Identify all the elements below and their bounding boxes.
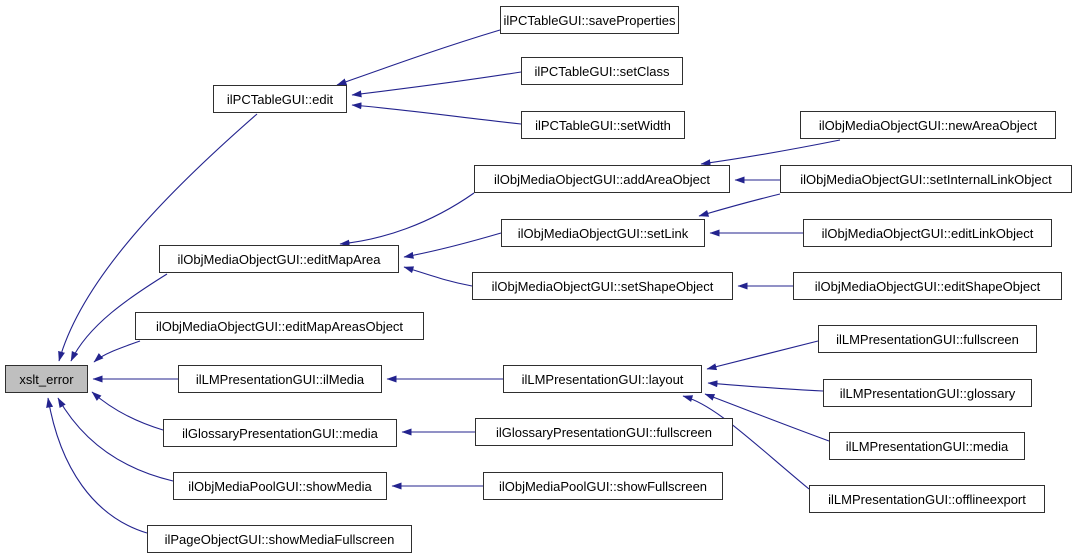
edge-ilobjmediaobjectgui-editmaparea--xslt-error	[70, 273, 168, 362]
graph-node-illmpresentationgui-ilmedia[interactable]: ilLMPresentationGUI::ilMedia	[178, 365, 382, 393]
graph-node-ilobjmediaobjectgui-newareaobject[interactable]: ilObjMediaObjectGUI::newAreaObject	[800, 111, 1056, 139]
edge-ilobjmediaobjectgui-setlink--ilobjmediaobjectgui-editmaparea	[403, 232, 502, 259]
graph-node-ilpageobjectgui-showmediafullscreen[interactable]: ilPageObjectGUI::showMediaFullscreen	[147, 525, 412, 553]
edge-ilobjmediaobjectgui-newareaobject--ilobjmediaobjectgui-addareaobject	[700, 139, 841, 167]
graph-node-ilobjmediaobjectgui-editmaparea[interactable]: ilObjMediaObjectGUI::editMapArea	[159, 245, 399, 273]
graph-node-ilobjmediaobjectgui-editshapeobject[interactable]: ilObjMediaObjectGUI::editShapeObject	[793, 272, 1062, 300]
graph-node-ilobjmediapoolgui-showmedia[interactable]: ilObjMediaPoolGUI::showMedia	[173, 472, 387, 500]
graph-node-ilglossarypresentationgui-fullscreen[interactable]: ilGlossaryPresentationGUI::fullscreen	[475, 418, 733, 446]
edge-ilpageobjectgui-showmediafullscreen--xslt-error	[46, 397, 148, 534]
graph-node-ilglossarypresentationgui-media[interactable]: ilGlossaryPresentationGUI::media	[163, 419, 397, 447]
graph-node-illmpresentationgui-media[interactable]: ilLMPresentationGUI::media	[829, 432, 1025, 460]
edge-ilpctablegui-edit--xslt-error	[58, 113, 258, 362]
graph-node-illmpresentationgui-offlineexport[interactable]: ilLMPresentationGUI::offlineexport	[809, 485, 1045, 513]
graph-node-ilobjmediapoolgui-showfullscreen[interactable]: ilObjMediaPoolGUI::showFullscreen	[483, 472, 723, 500]
edge-ilobjmediaobjectgui-setshapeobject--ilobjmediaobjectgui-editmaparea	[403, 266, 473, 287]
edge-illmpresentationgui-media--illmpresentationgui-layout	[704, 393, 830, 442]
graph-node-ilpctablegui-edit[interactable]: ilPCTableGUI::edit	[213, 85, 347, 113]
graph-node-ilobjmediaobjectgui-setinternallinkobject[interactable]: ilObjMediaObjectGUI::setInternalLinkObje…	[780, 165, 1072, 193]
graph-node-ilpctablegui-setclass[interactable]: ilPCTableGUI::setClass	[521, 57, 683, 85]
graph-root-node-xslt-error: xslt_error	[5, 365, 88, 393]
graph-node-ilobjmediaobjectgui-addareaobject[interactable]: ilObjMediaObjectGUI::addAreaObject	[474, 165, 730, 193]
graph-node-ilobjmediaobjectgui-setlink[interactable]: ilObjMediaObjectGUI::setLink	[501, 219, 705, 247]
edge-illmpresentationgui-fullscreen--illmpresentationgui-layout	[706, 340, 819, 371]
edge-illmpresentationgui-offlineexport--illmpresentationgui-layout	[682, 395, 810, 490]
edge-illmpresentationgui-glossary--illmpresentationgui-layout	[707, 380, 824, 392]
edge-ilobjmediapoolgui-showmedia--xslt-error	[57, 397, 174, 482]
graph-node-ilobjmediaobjectgui-editmapareasobject[interactable]: ilObjMediaObjectGUI::editMapAreasObject	[135, 312, 424, 340]
graph-node-illmpresentationgui-glossary[interactable]: ilLMPresentationGUI::glossary	[823, 379, 1032, 407]
graph-node-ilpctablegui-saveproperties[interactable]: ilPCTableGUI::saveProperties	[500, 6, 679, 34]
edge-ilobjmediaobjectgui-editmapareasobject--xslt-error	[93, 340, 141, 363]
edge-ilobjmediaobjectgui-addareaobject--ilobjmediaobjectgui-editmaparea	[339, 192, 475, 247]
edge-ilpctablegui-setwidth--ilpctablegui-edit	[351, 102, 522, 125]
graph-node-illmpresentationgui-layout[interactable]: ilLMPresentationGUI::layout	[503, 365, 702, 393]
edge-ilpctablegui-setclass--ilpctablegui-edit	[351, 71, 522, 98]
graph-node-ilobjmediaobjectgui-setshapeobject[interactable]: ilObjMediaObjectGUI::setShapeObject	[472, 272, 733, 300]
graph-node-ilobjmediaobjectgui-editlinkobject[interactable]: ilObjMediaObjectGUI::editLinkObject	[803, 219, 1052, 247]
edge-ilglossarypresentationgui-media--xslt-error	[91, 391, 164, 431]
graph-node-illmpresentationgui-fullscreen[interactable]: ilLMPresentationGUI::fullscreen	[818, 325, 1037, 353]
edge-ilpctablegui-saveproperties--ilpctablegui-edit	[336, 29, 501, 86]
graph-node-ilpctablegui-setwidth[interactable]: ilPCTableGUI::setWidth	[521, 111, 685, 139]
edge-ilobjmediaobjectgui-setinternallinkobject--ilobjmediaobjectgui-setlink	[698, 193, 781, 217]
